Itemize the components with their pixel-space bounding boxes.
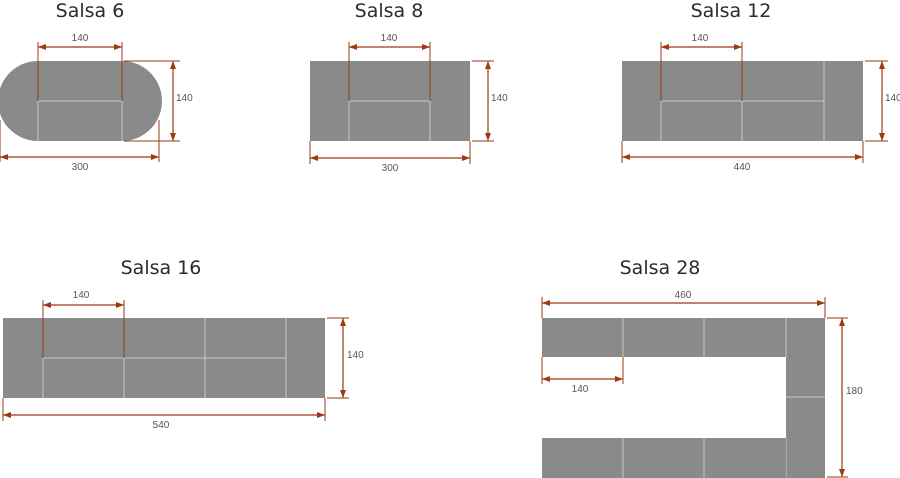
layout-title: Salsa 28	[620, 257, 701, 279]
length-dimension: 440	[621, 141, 864, 173]
table-bottom-row	[542, 438, 786, 478]
length-label: 300	[382, 163, 399, 174]
layout-title: Salsa 6	[56, 0, 125, 22]
module-width-label: 140	[72, 33, 89, 44]
length-dimension: 300	[309, 141, 471, 174]
length-dimension: 540	[2, 398, 326, 431]
module-width-dimension: 140	[348, 33, 431, 101]
length-label: 540	[153, 420, 170, 431]
module-width-dimension: 140	[541, 357, 624, 395]
depth-label: 140	[885, 93, 900, 104]
module-width-label: 140	[381, 33, 398, 44]
table-right-column	[786, 318, 825, 478]
depth-label: 140	[347, 350, 364, 361]
length-dimension: 460	[541, 290, 826, 318]
module-width-label: 140	[692, 33, 709, 44]
module-width-dimension: 140	[660, 33, 743, 101]
layout-salsa-28: Salsa 28 460 140	[541, 257, 863, 478]
depth-label: 140	[491, 93, 508, 104]
depth-label: 140	[176, 93, 193, 104]
depth-dimension: 140	[124, 60, 193, 142]
layout-title: Salsa 12	[691, 0, 772, 22]
layout-salsa-12: Salsa 12 140 140 440	[621, 0, 900, 173]
length-label: 440	[734, 162, 751, 173]
module-width-label: 140	[73, 290, 90, 301]
layout-salsa-16: Salsa 16 140 140 540	[2, 257, 364, 431]
module-width-dimension: 140	[42, 290, 125, 358]
length-label: 460	[675, 290, 692, 301]
depth-label: 180	[846, 386, 863, 397]
module-width-label: 140	[572, 384, 589, 395]
layout-salsa-8: Salsa 8 140 140 300	[309, 0, 508, 174]
layout-title: Salsa 16	[121, 257, 202, 279]
table-top-row	[542, 318, 786, 357]
module-width-dimension: 140	[37, 33, 123, 101]
length-label: 300	[72, 162, 89, 173]
depth-dimension: 140	[472, 60, 508, 142]
depth-dimension: 140	[327, 317, 364, 399]
length-dimension: 300	[0, 120, 160, 173]
depth-dimension: 140	[865, 60, 900, 142]
layout-title: Salsa 8	[355, 0, 424, 22]
layout-salsa-6: Salsa 6 140 140 3	[0, 0, 193, 173]
depth-dimension: 180	[827, 317, 863, 478]
